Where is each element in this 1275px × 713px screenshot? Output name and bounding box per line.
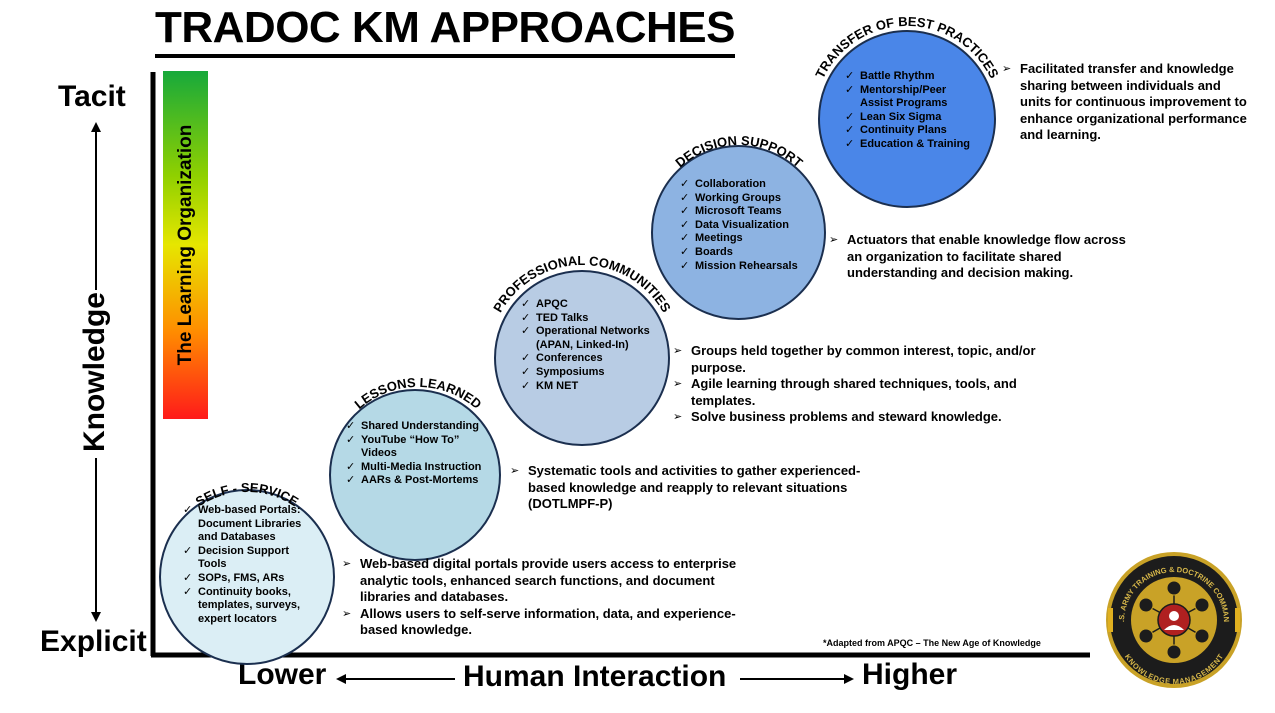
list-item: Battle Rhythm <box>845 70 970 84</box>
list-item: Operational Networks (APAN, Linked-In) <box>521 325 661 352</box>
decision-support-description: Actuators that enable knowledge flow acr… <box>829 232 1139 282</box>
x-axis-right-label: Higher <box>862 658 958 691</box>
description-item: Allows users to self-serve information, … <box>342 606 762 639</box>
list-item: Multi-Media Instruction <box>346 461 496 475</box>
list-item: Working Groups <box>680 192 820 206</box>
list-item: Data Visualization <box>680 219 820 233</box>
list-item: KM NET <box>521 380 661 394</box>
description-item: Systematic tools and activities to gathe… <box>510 463 890 513</box>
learning-organization-bar: The Learning Organization <box>163 71 208 419</box>
list-item: AARs & Post-Mortems <box>346 474 496 488</box>
list-item: Decision Support Tools <box>183 545 311 572</box>
self-service-items: Web-based Portals: Document Libraries an… <box>183 504 311 626</box>
list-item: Lean Six Sigma <box>845 111 970 125</box>
lessons-learned-description: Systematic tools and activities to gathe… <box>510 463 890 513</box>
list-item: Mission Rehearsals <box>680 260 820 274</box>
x-axis-middle-label: Human Interaction <box>463 660 727 693</box>
professional-communities-items: APQC TED Talks Operational Networks (APA… <box>521 298 661 393</box>
professional-communities-description: Groups held together by common interest,… <box>673 343 1068 426</box>
footnote: *Adapted from APQC – The New Age of Know… <box>823 638 1041 648</box>
list-item: Shared Understanding <box>346 420 496 434</box>
description-item: Agile learning through shared techniques… <box>673 376 1068 409</box>
list-item: APQC <box>521 298 661 312</box>
list-item: YouTube “How To” Videos <box>346 434 473 461</box>
self-service-description: Web-based digital portals provide users … <box>342 556 762 639</box>
y-axis-top-label: Tacit <box>58 80 126 113</box>
tradoc-km-seal-icon: U.S. ARMY TRAINING & DOCTRINE COMMAND KN… <box>1104 550 1242 688</box>
list-item: Conferences <box>521 352 661 366</box>
description-item: Actuators that enable knowledge flow acr… <box>829 232 1139 282</box>
decision-support-heading: DECISION SUPPORT <box>672 133 805 170</box>
list-item: Web-based Portals: Document Libraries an… <box>183 504 311 545</box>
transfer-best-practices-items: Battle Rhythm Mentorship/Peer Assist Pro… <box>845 70 970 152</box>
lessons-learned-heading: LESSONS LEARNED <box>352 375 485 412</box>
list-item: Continuity books, templates, surveys, ex… <box>183 586 311 627</box>
list-item: Microsoft Teams <box>680 205 820 219</box>
page-title: TRADOC KM APPROACHES <box>155 4 735 58</box>
list-item: Collaboration <box>680 178 820 192</box>
list-item: Continuity Plans <box>845 124 970 138</box>
list-item: SOPs, FMS, ARs <box>183 572 311 586</box>
list-item: Symposiums <box>521 366 661 380</box>
list-item: Boards <box>680 246 820 260</box>
y-axis-bottom-label: Explicit <box>40 625 147 658</box>
list-item: Education & Training <box>845 138 970 152</box>
list-item: Mentorship/Peer Assist Programs <box>845 84 970 111</box>
description-item: Facilitated transfer and knowledge shari… <box>1002 61 1252 144</box>
description-item: Groups held together by common interest,… <box>673 343 1068 376</box>
decision-support-items: Collaboration Working Groups Microsoft T… <box>680 178 820 273</box>
transfer-best-practices-description: Facilitated transfer and knowledge shari… <box>1002 61 1252 144</box>
list-item: Meetings <box>680 232 820 246</box>
description-item: Solve business problems and steward know… <box>673 409 1068 426</box>
list-item: TED Talks <box>521 312 661 326</box>
description-item: Web-based digital portals provide users … <box>342 556 762 606</box>
lessons-learned-items: Shared Understanding YouTube “How To” Vi… <box>346 420 496 488</box>
